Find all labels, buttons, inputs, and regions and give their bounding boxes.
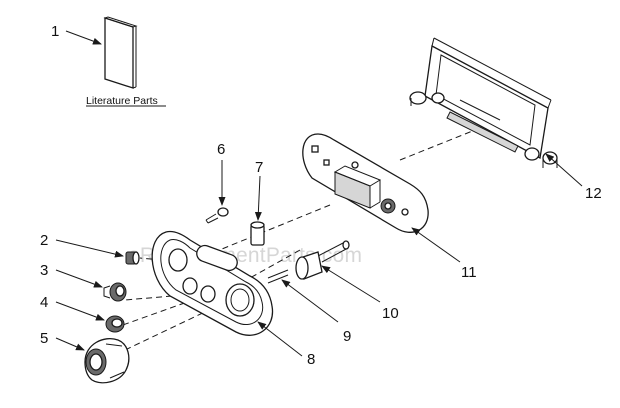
part-6-screw	[205, 207, 229, 224]
callout-9: 9	[343, 328, 351, 345]
part-5-knob	[84, 338, 130, 384]
literature-parts-label: Literature Parts	[86, 95, 158, 107]
callout-5: 5	[40, 330, 48, 347]
leader-lines	[55, 30, 583, 357]
callout-3: 3	[40, 262, 48, 279]
part-7-spacer	[250, 221, 265, 246]
part-4-button	[105, 315, 125, 333]
callout-10: 10	[382, 305, 399, 322]
callout-7: 7	[255, 159, 263, 176]
callout-12: 12	[585, 185, 602, 202]
part-8-front-bezel	[151, 230, 289, 336]
callout-4: 4	[40, 294, 48, 311]
part-1-literature-booklet	[103, 16, 138, 89]
callout-8: 8	[307, 351, 315, 368]
part-12-rear-housing	[409, 37, 558, 168]
callout-1: 1	[51, 23, 59, 40]
part-10-knob-insert	[295, 240, 350, 280]
callout-2: 2	[40, 232, 48, 249]
part-3-push-button	[103, 282, 127, 302]
part-2-small-cap	[125, 251, 140, 265]
part-11-control-board	[302, 133, 429, 233]
callout-numbers: 1 2 3 4 5 6 7 8 9 10 11 12	[40, 23, 602, 368]
callout-11: 11	[461, 264, 477, 281]
callout-6: 6	[217, 141, 225, 158]
